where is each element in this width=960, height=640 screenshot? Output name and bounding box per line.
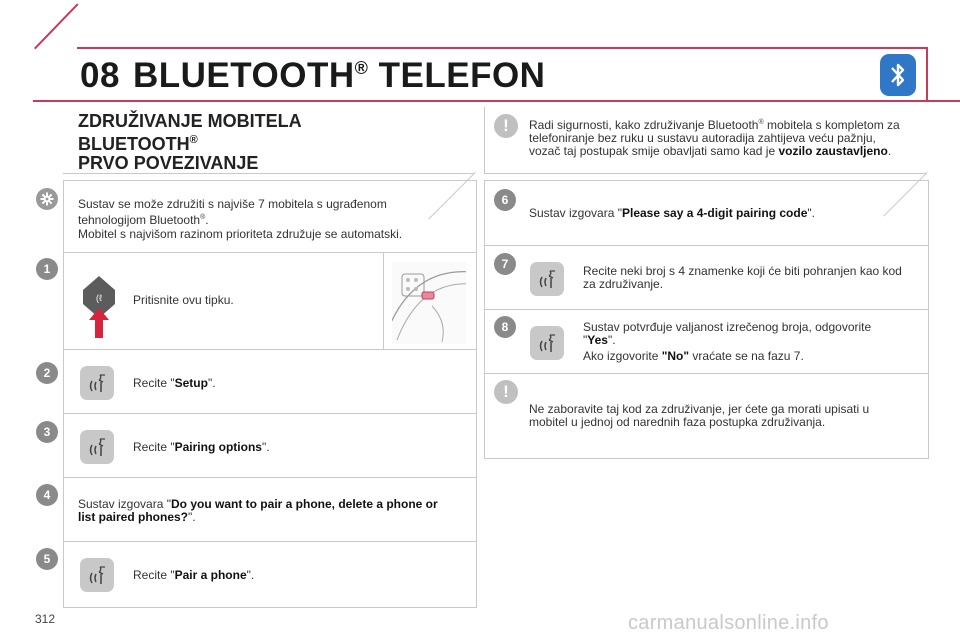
warning-text-code: Ne zaboravite taj kod za združivanje, je… [529,402,870,429]
step-badge-2: 2 [36,362,58,384]
divider [63,349,476,350]
warning-icon: ! [494,114,518,138]
voice-command-icon [530,262,564,296]
divider [484,309,928,310]
divider [484,245,928,246]
step-text-2: Recite "Setup". [133,376,216,390]
step-text-7: Recite neki broj s 4 znamenke koji će bi… [583,264,902,291]
header-frame-diagonal [34,3,79,50]
warning-icon: ! [494,380,518,404]
page-title: BLUETOOTH® TELEFON [133,56,546,95]
svg-text:(ℓ: (ℓ [96,293,103,303]
voice-command-icon [80,366,114,400]
step-badge-1: 1 [36,258,58,280]
step-badge-7: 7 [494,253,516,275]
info-text-priority: Mobitel s najvišom razinom prioriteta zd… [78,227,403,241]
step-text-4: Sustav izgovara "Do you want to pair a p… [78,497,438,524]
steps-panel [63,180,477,608]
page-number: 312 [35,612,56,626]
info-gear-icon [36,188,58,210]
chapter-number: 08 [80,56,120,95]
voice-command-icon [530,326,564,360]
section-heading-box [63,107,476,220]
steering-wheel-image [386,262,473,344]
step-badge-5: 5 [36,548,58,570]
step-text-5: Recite "Pair a phone". [133,568,255,582]
step-badge-3: 3 [36,421,58,443]
warning-text-safety: Radi sigurnosti, kako združivanje Blueto… [529,118,900,158]
section-subheading: PRVO POVEZIVANJE [78,153,259,173]
section-heading: ZDRUŽIVANJE MOBITELA BLUETOOTH® [78,111,301,154]
step-badge-4: 4 [36,484,58,506]
header-frame-right [926,47,928,101]
divider [63,252,476,253]
bluetooth-icon [880,54,916,96]
step-text-8: Sustav potvrđuje valjanost izrečenog bro… [583,320,872,347]
step-text-1: Pritisnite ovu tipku. [133,293,234,307]
step-badge-6: 6 [494,189,516,211]
voice-command-icon [80,558,114,592]
step-text-8-no: Ako izgovorite "No" vraćate se na fazu 7… [583,349,804,363]
steps-panel-right [484,180,929,459]
divider [63,477,476,478]
divider [63,413,476,414]
warning-box [484,107,928,217]
step-badge-8: 8 [494,316,516,338]
info-text: Sustav se može združiti s najviše 7 mobi… [78,197,387,227]
step-text-6: Sustav izgovara "Please say a 4-digit pa… [529,206,815,220]
header-frame-top [77,47,927,49]
step-text-3: Recite "Pairing options". [133,440,270,454]
divider [383,253,384,349]
divider [63,541,476,542]
phone-button-icon: (ℓ [79,274,119,344]
header-underline [33,100,960,102]
voice-command-icon [80,430,114,464]
divider [484,373,928,374]
watermark: carmanualsonline.info [628,612,829,634]
